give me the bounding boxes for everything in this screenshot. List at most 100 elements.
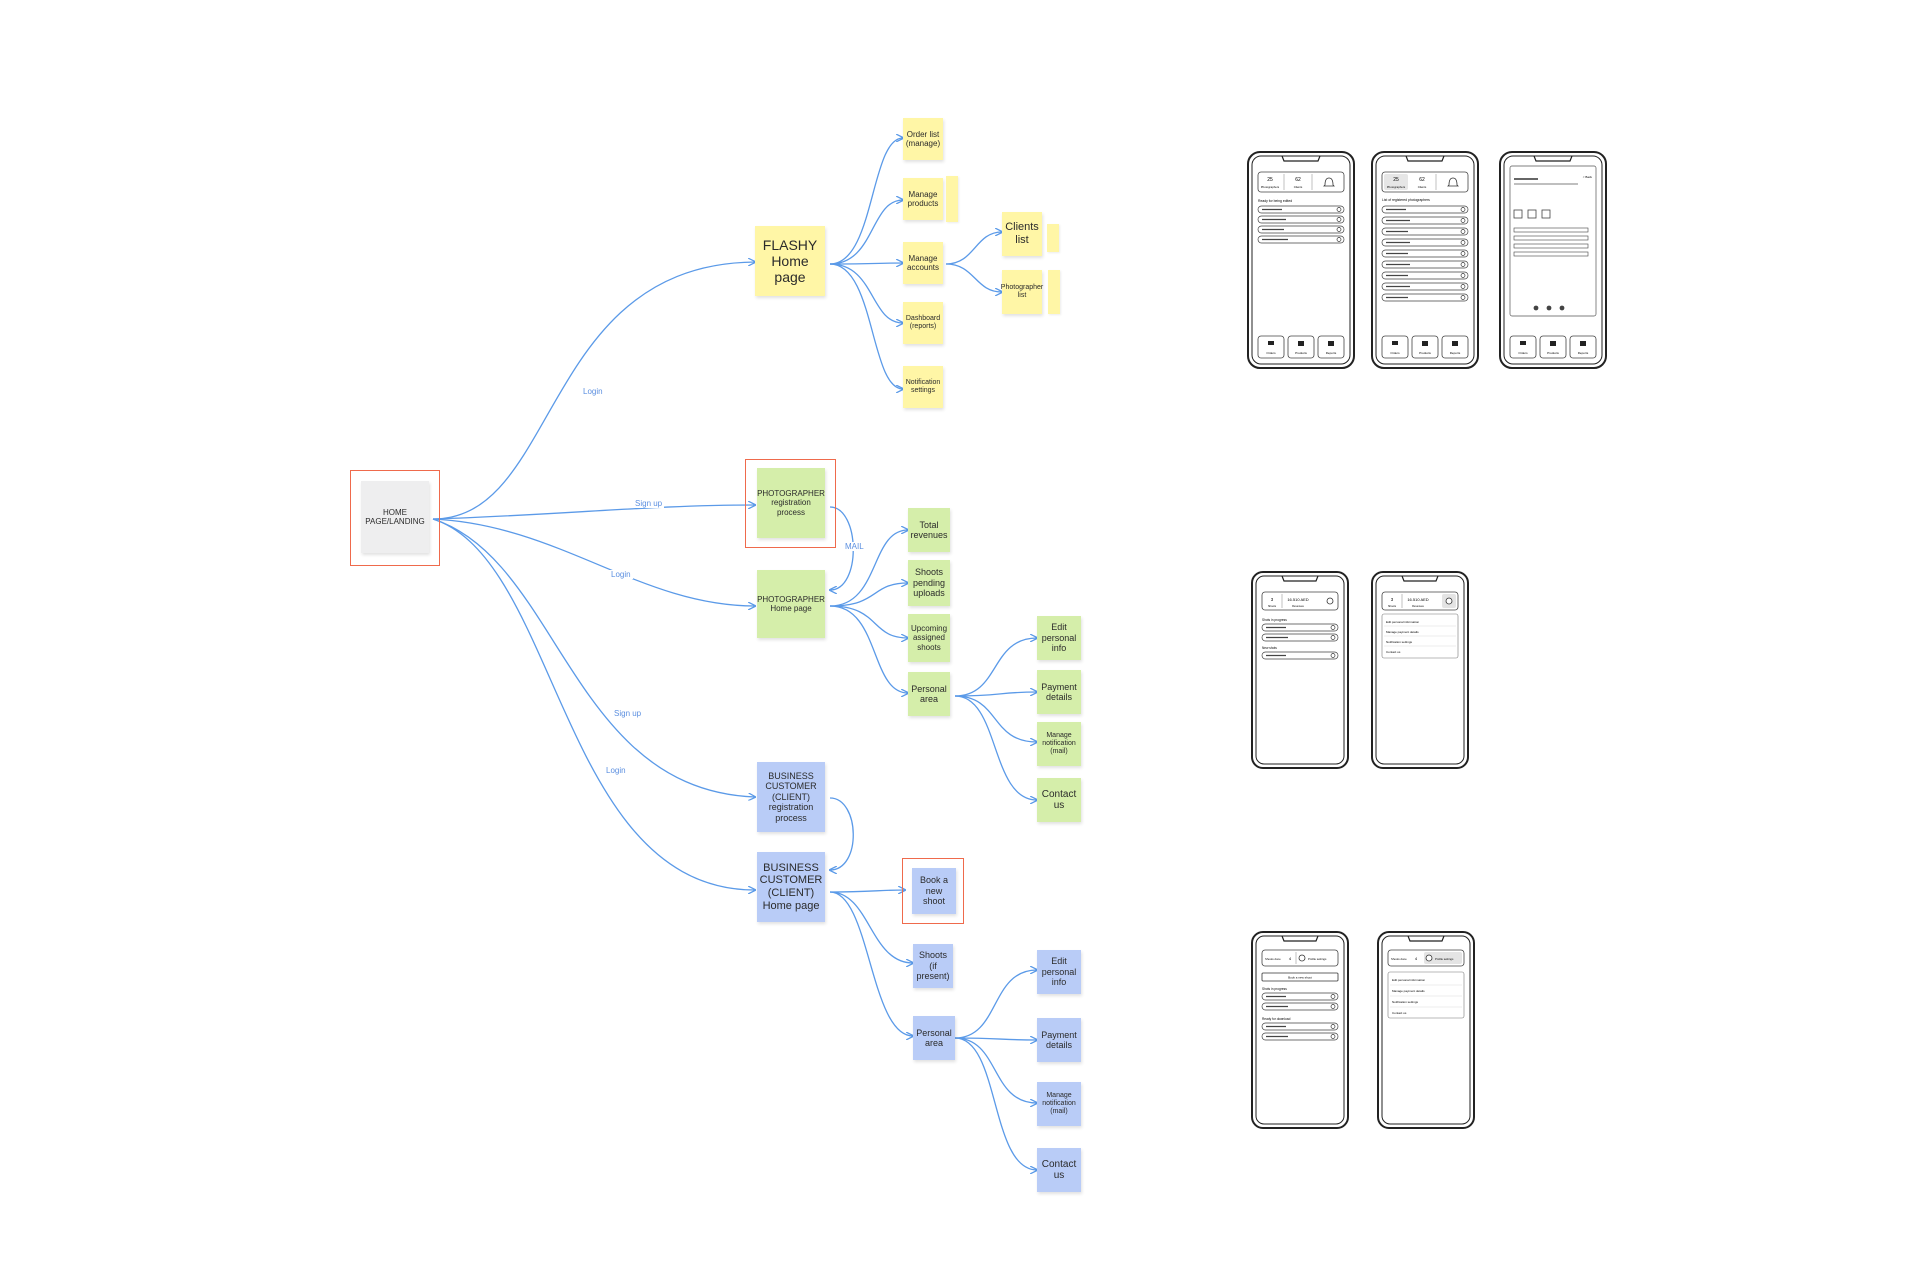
edge-label-login: Login [581,387,605,396]
shoots-if-present-note[interactable]: Shoots (if present) [913,944,953,988]
edge-ph-payment [954,692,1037,697]
stat-value: 3 [1391,597,1394,602]
avatar-icon [1298,954,1306,962]
edge-ph-revenues [829,530,908,607]
bell-icon [1323,177,1335,187]
edge-biz-contact [954,1037,1037,1170]
business-registration-note[interactable]: BUSINESS CUSTOMER (CLIENT) registration … [757,762,825,832]
stat-label: Clients [1418,185,1427,189]
stat-label: Shoots done [1265,957,1281,961]
menu-item: Manage payment details [1386,630,1419,634]
book-shoot-button: Book a new shoot [1288,976,1312,980]
tab-orders: Orders [1390,351,1400,355]
stat-label: Clients [1294,185,1303,189]
clients-list-note[interactable]: Clients list [1002,212,1042,256]
notification-settings-note[interactable]: Notification settings [903,366,943,408]
tab-reports: Reports [1326,351,1337,355]
phone-mockup-client-personal: Shoots done 4 Profile settings Edit pers… [1377,931,1475,1129]
edit-personal-info-note[interactable]: Edit personal info [1037,616,1081,660]
manage-notification-note[interactable]: Manage notification (mail) [1037,1082,1081,1126]
blank-sticky [1047,224,1059,252]
stat-value: 4 [1415,956,1418,961]
personal-area-note[interactable]: Personal area [913,1016,955,1060]
profile-settings: Profile settings [1308,957,1327,961]
book-new-shoot-note[interactable]: Book a new shoot [912,868,956,914]
phone-mockup-flashy-photographers: 25 Photographers 62 Clients List of regi… [1371,151,1479,369]
stat-label: Photographers [1261,185,1280,189]
shoots-pending-note[interactable]: Shoots pending uploads [908,560,950,606]
highlight-frame [745,459,836,548]
stat-value: 25 [1267,177,1273,183]
edge-flashy-notification [829,263,903,389]
total-revenues-note[interactable]: Total revenues [908,508,950,552]
phone-mockup-photographer-personal: 3 Shoots 16.510 AED Revenues Edit person… [1371,571,1469,769]
highlight-frame [350,470,440,566]
stat-value: 62 [1419,177,1425,183]
tab-products: Products [1547,351,1559,355]
edit-personal-info-note[interactable]: Edit personal info [1037,950,1081,994]
edge-label-signup: Sign up [612,709,644,718]
flashy-home-note[interactable]: FLASHY Home page [755,226,825,296]
stat-value: 16.510 AED [1407,597,1428,602]
edge-biz-notif [954,1037,1037,1103]
stat-value: 62 [1295,177,1301,183]
payment-details-note[interactable]: Payment details [1037,670,1081,714]
section-title: Ready for being edited [1258,199,1292,203]
manage-notification-note[interactable]: Manage notification (mail) [1037,722,1081,766]
edge-flashy-orders [829,138,903,265]
phone-mockup-photographer-home: 3 Shoots 16.510 AED Revenues Shots in pr… [1251,571,1349,769]
edge-ph-contact [954,695,1037,800]
edge-ph-upcoming [829,605,908,638]
profile-settings: Profile settings [1435,957,1454,961]
dashboard-note[interactable]: Dashboard (reports) [903,302,943,344]
menu-item: Manage payment details [1392,989,1425,993]
back-link: < Back [1583,175,1593,179]
section-title: Shots in progress [1262,987,1287,991]
edge-biz-personal [829,891,913,1036]
payment-details-note[interactable]: Payment details [1037,1018,1081,1062]
section-title: Shots in progress [1262,618,1287,622]
stat-value: 3 [1271,597,1274,602]
tab-orders: Orders [1518,351,1528,355]
blank-sticky [946,176,958,222]
manage-products-note[interactable]: Manage products [903,178,943,220]
stat-label: Shoots [1268,604,1277,608]
edge-root-photographer-login [432,518,755,606]
edge-biz-shoots [829,891,913,963]
business-home-note[interactable]: BUSINESS CUSTOMER (CLIENT) Home page [757,852,825,922]
edge-root-flashy [432,262,755,520]
upcoming-shoots-note[interactable]: Upcoming assigned shoots [908,614,950,662]
menu-item: Edit personal information [1386,620,1420,624]
contact-us-note[interactable]: Contact us [1037,778,1081,822]
stat-value: 16.510 AED [1287,597,1308,602]
chart-icon [1580,341,1586,346]
edge-biz-payment [954,1038,1037,1040]
photographer-home-note[interactable]: PHOTOGRAPHER Home page [757,570,825,638]
photographer-list-note[interactable]: Photographer list [1001,270,1043,314]
edge-ph-notif [954,695,1037,742]
edge-label-login: Login [604,766,628,775]
order-list-note[interactable]: Order list (manage) [903,118,943,160]
edge-accounts-clients [945,232,1002,265]
edge-biz-edit [954,970,1037,1039]
tab-reports: Reports [1450,351,1461,355]
edge-flashy-products [829,200,903,265]
photographer-registration-note[interactable]: PHOTOGRAPHER registration process [757,468,825,538]
edge-root-business-signup [432,518,755,797]
stat-label: Shoots [1388,604,1397,608]
edge-ph-edit [954,638,1037,697]
phone-mockup-client-home: Shoots done 4 Profile settings Book a ne… [1251,931,1349,1129]
personal-area-note[interactable]: Personal area [908,672,950,716]
cart-icon [1520,341,1526,345]
contact-us-note[interactable]: Contact us [1037,1148,1081,1192]
manage-accounts-note[interactable]: Manage accounts [903,242,943,284]
menu-item: Notification settings [1386,640,1413,644]
tab-orders: Orders [1266,351,1276,355]
root-note[interactable]: HOME PAGE/LANDING [361,481,429,553]
phone-mockup-flashy-detail: < Back Orders Products Reports [1499,151,1607,369]
section-title: Ready for download [1262,1017,1291,1021]
camera-icon [1422,341,1428,346]
chart-icon [1328,341,1334,346]
